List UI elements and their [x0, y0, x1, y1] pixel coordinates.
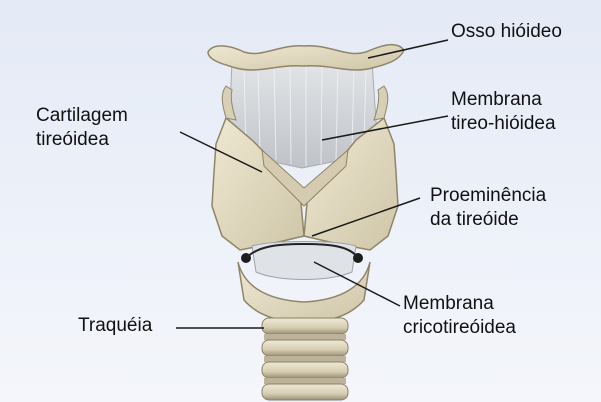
label-traqueia-text: Traquéia: [78, 314, 152, 338]
label-traqueia: Traquéia: [78, 314, 152, 338]
label-proeminencia-tireoide-line2: da tireóide: [430, 208, 546, 232]
label-osso-hioideo-text: Osso hióideo: [451, 20, 562, 44]
label-membrana-cricotireoidea-line2: cricotireóidea: [403, 316, 516, 340]
trachea-rings: [262, 318, 348, 400]
label-membrana-tireo-hioidea-line1: Membrana: [451, 88, 556, 112]
label-cartilagem-tireoidea-line1: Cartilagem: [36, 104, 128, 128]
label-membrana-tireo-hioidea: Membrana tireo-hióidea: [451, 88, 556, 136]
thyroid-superior-horn-right: [374, 86, 388, 120]
label-proeminencia-tireoide: Proeminência da tireóide: [430, 184, 546, 232]
label-cartilagem-tireoidea-line2: tireóidea: [36, 128, 128, 152]
hyoid-bone-shape: [208, 45, 404, 70]
label-proeminencia-tireoide-line1: Proeminência: [430, 184, 546, 208]
label-membrana-cricotireoidea: Membrana cricotireóidea: [403, 292, 516, 340]
label-membrana-cricotireoidea-line1: Membrana: [403, 292, 516, 316]
label-membrana-tireo-hioidea-line2: tireo-hióidea: [451, 112, 556, 136]
label-osso-hioideo: Osso hióideo: [451, 20, 562, 44]
label-cartilagem-tireoidea: Cartilagem tireóidea: [36, 104, 128, 152]
